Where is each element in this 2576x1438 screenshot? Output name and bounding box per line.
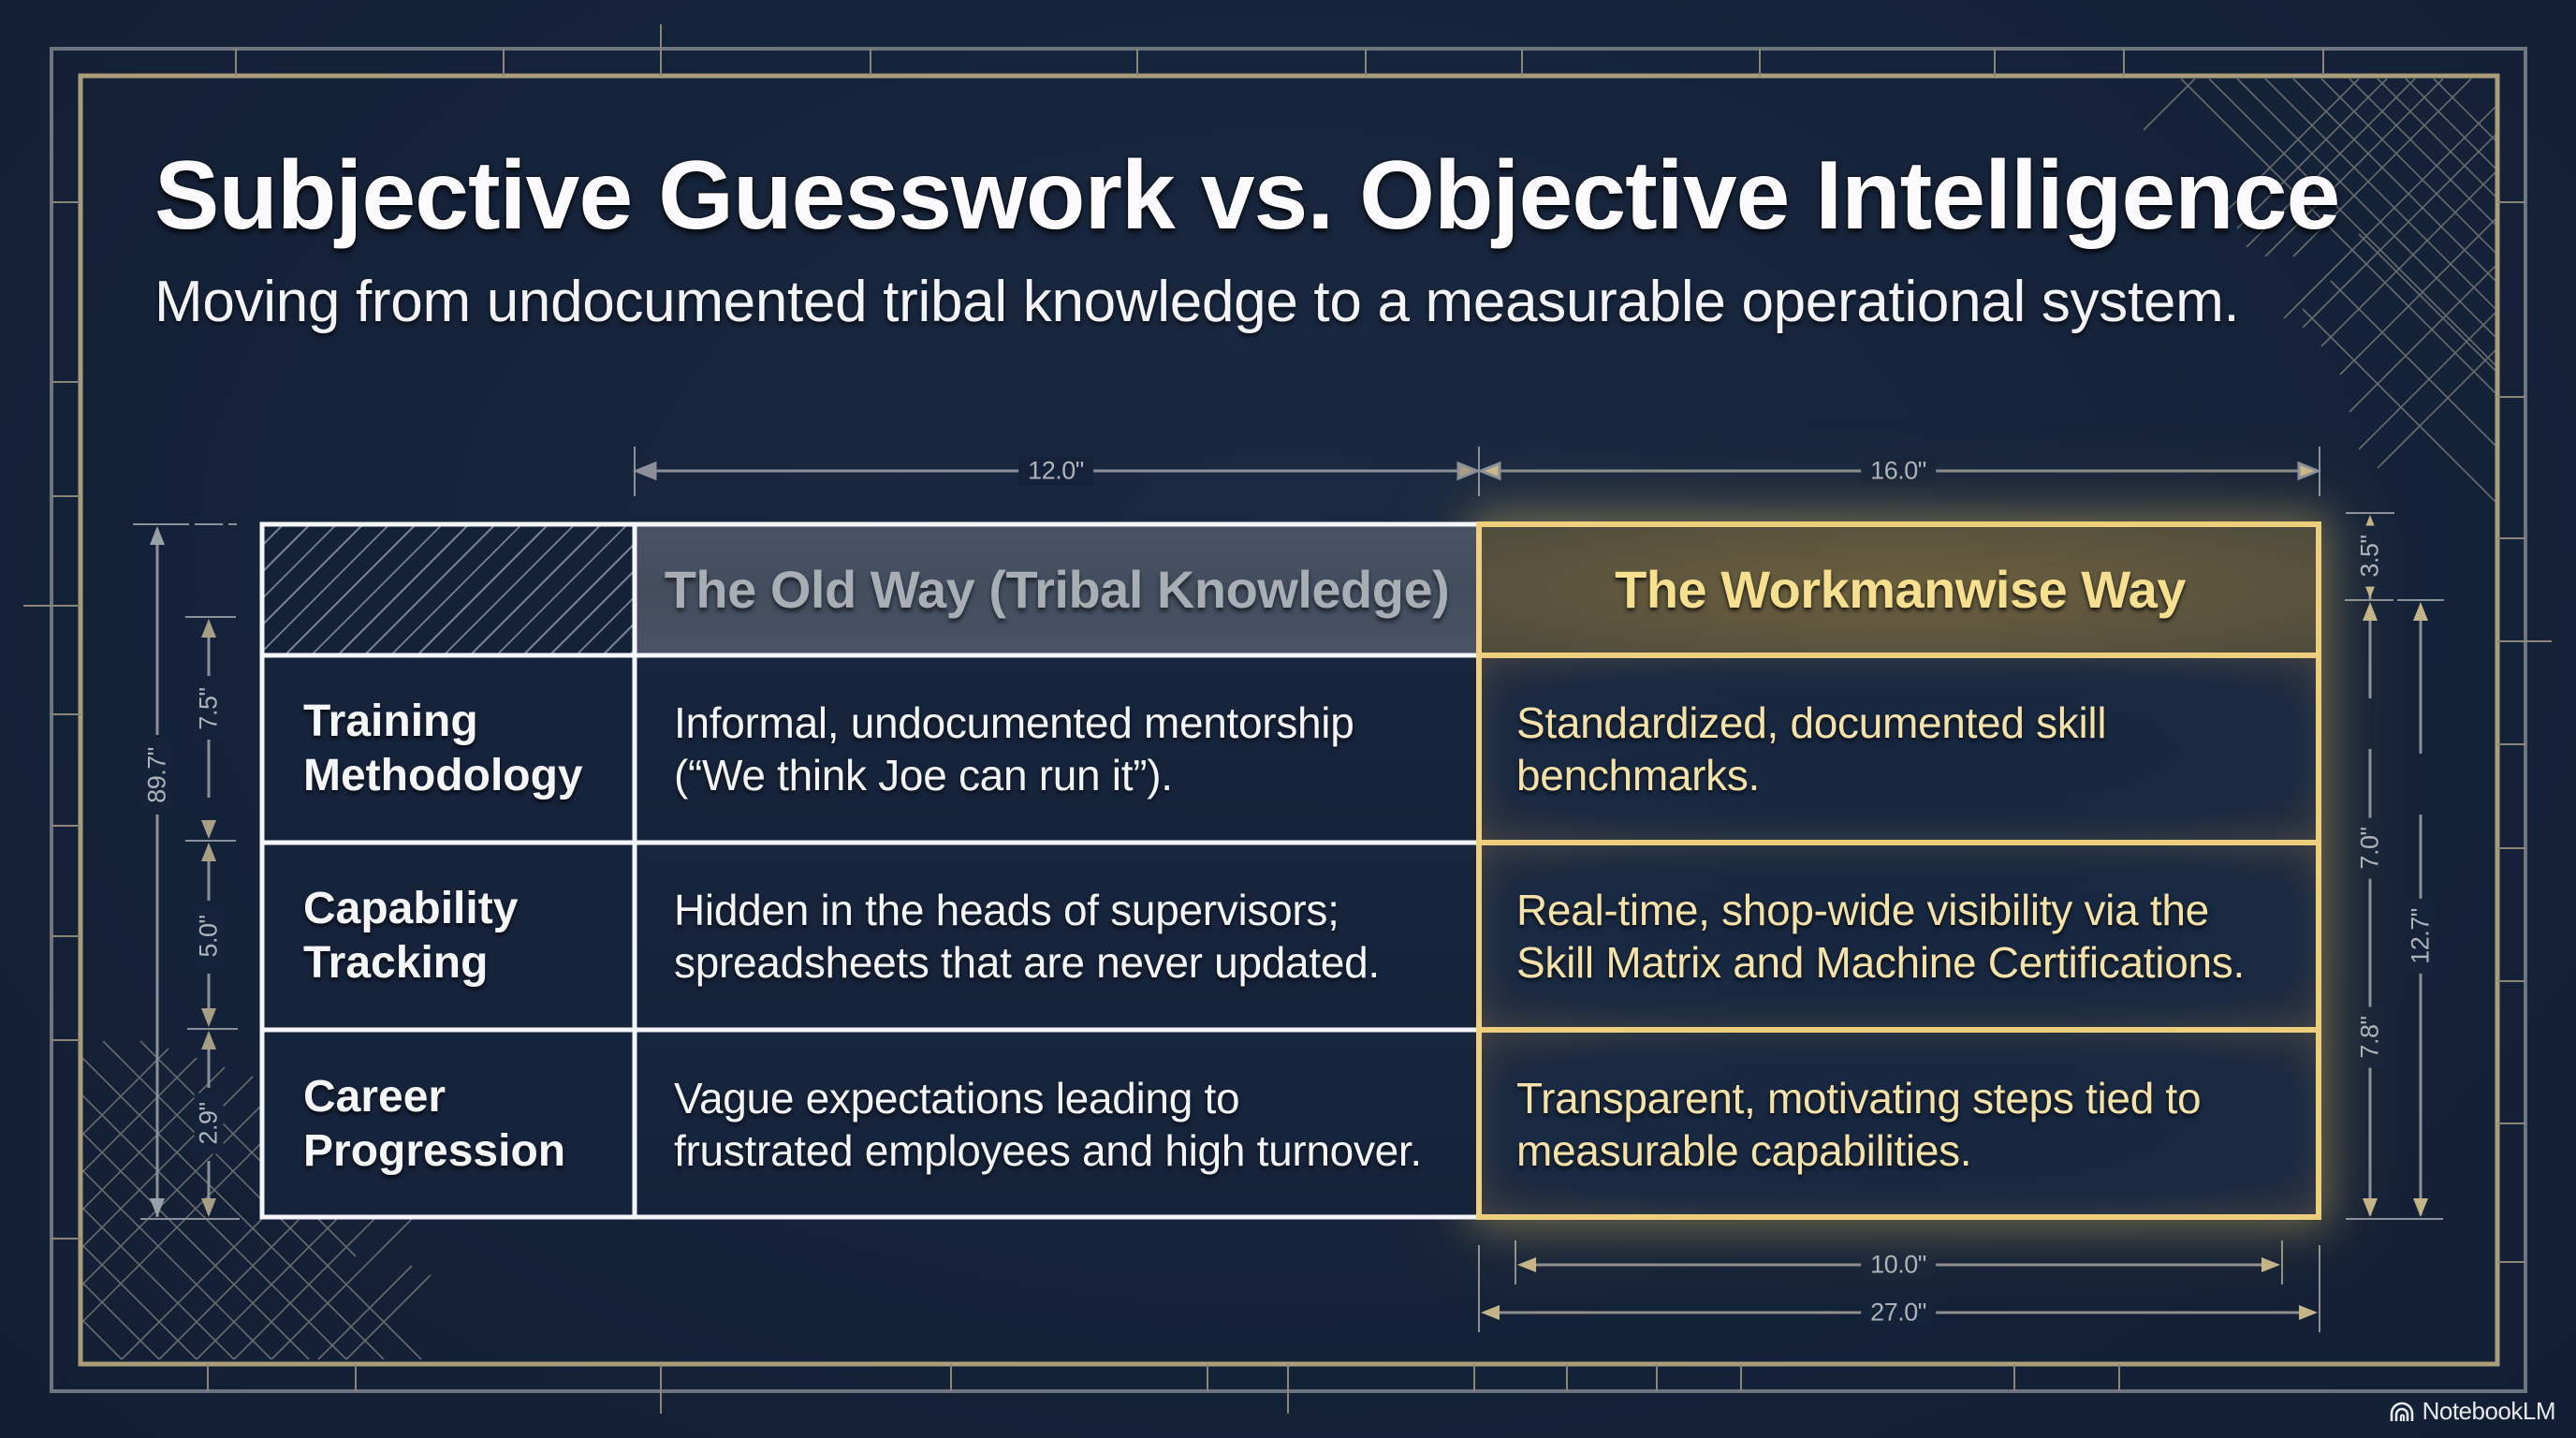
- cell-text-line: Standardized, documented skill: [1516, 698, 2107, 747]
- dimension-left-total: 89.7": [142, 738, 172, 813]
- page-subtitle: Moving from undocumented tribal knowledg…: [154, 270, 2240, 334]
- dimension-bottom-total: 27.0": [1861, 1298, 1936, 1328]
- cell-text-line: frustrated employees and high turnover.: [674, 1126, 1422, 1175]
- old-way-cell: Hidden in the heads of supervisors;sprea…: [635, 843, 1479, 1030]
- dimension-bottom-inner: 10.0": [1861, 1250, 1936, 1280]
- notebooklm-label: NotebookLM: [2422, 1397, 2556, 1425]
- cell-text-line: spreadsheets that are never updated.: [674, 938, 1380, 987]
- cell-text-line: measurable capabilities.: [1516, 1126, 1972, 1175]
- cell-text-line: (“We think Joe can run it”).: [674, 751, 1173, 800]
- cell-text-line: Skill Matrix and Machine Certifications.: [1516, 938, 2245, 987]
- dimension-right-lower: 7.8": [2355, 1006, 2385, 1068]
- table-grid-lines: [259, 521, 2321, 1220]
- dimension-old-width: 12.0": [1018, 456, 1093, 486]
- dimension-left-row1: 7.5": [194, 678, 224, 740]
- row-label-line: Tracking: [303, 938, 489, 988]
- page-title: Subjective Guesswork vs. Objective Intel…: [154, 141, 2340, 250]
- notebooklm-icon: [2390, 1401, 2413, 1421]
- cell-text-line: Real-time, shop-wide visibility via the: [1516, 886, 2209, 934]
- dimension-right-body-total: 12.7": [2406, 899, 2436, 974]
- comparison-table: The Old Way (Tribal Knowledge) The Workm…: [259, 521, 2321, 1220]
- column-header-workmanwise-way: The Workmanwise Way: [1479, 522, 2321, 655]
- cell-text-line: Hidden in the heads of supervisors;: [674, 886, 1339, 934]
- dimension-new-width: 16.0": [1861, 456, 1936, 486]
- row-label-line: Career: [303, 1072, 446, 1122]
- row-label-line: Capability: [303, 884, 519, 933]
- cell-text-line: Informal, undocumented mentorship: [674, 698, 1354, 747]
- cell-text-line: Vague expectations leading to: [674, 1074, 1240, 1123]
- old-way-cell: Informal, undocumented mentorship(“We th…: [635, 655, 1479, 843]
- corner-hatch-cell: [260, 522, 635, 655]
- dimension-left-row3: 2.9": [194, 1093, 224, 1154]
- row-label-line: Methodology: [303, 751, 583, 800]
- column-header-old-way-label: The Old Way (Tribal Knowledge): [664, 559, 1450, 619]
- notebooklm-branding: NotebookLM: [2389, 1397, 2556, 1426]
- row-label-line: Training: [303, 697, 478, 746]
- row-label-line: Progression: [303, 1126, 566, 1176]
- column-header-workmanwise-way-label: The Workmanwise Way: [1615, 559, 2186, 619]
- cell-text-line: benchmarks.: [1516, 751, 1761, 800]
- dimension-right-header: 3.5": [2355, 525, 2385, 587]
- dimension-left-row2: 5.0": [194, 905, 224, 967]
- dimension-right-upper: 7.0": [2355, 817, 2385, 879]
- column-header-old-way: The Old Way (Tribal Knowledge): [635, 522, 1479, 655]
- cell-text-line: Transparent, motivating steps tied to: [1516, 1074, 2202, 1123]
